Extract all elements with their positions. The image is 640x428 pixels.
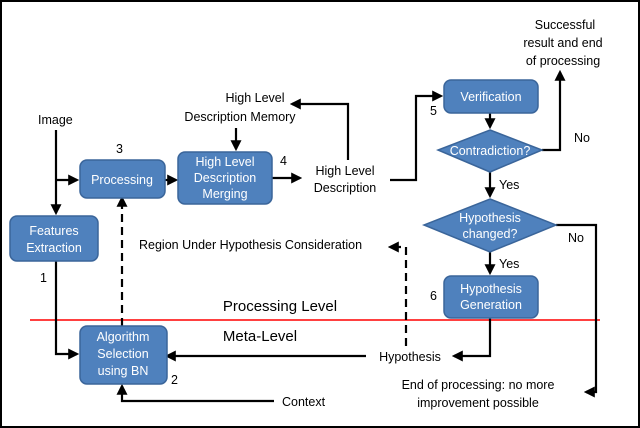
hypothesis-changed-diamond: Hypothesis changed? [421,198,559,253]
step-number-4: 4 [280,154,287,168]
step-number-2: 2 [171,373,178,387]
verification-label: Verification [460,90,521,104]
dashed-connectors [116,195,408,346]
meta-level-label: Meta-Level [223,328,297,345]
merging-line-1: High Level [195,155,254,169]
arrow-changed-no-to-end [556,223,598,398]
merging-line-3: Merging [202,187,247,201]
success-line-1: Successful [535,18,595,32]
changed-line-2: changed? [463,227,518,241]
hypothesis-generation-box: Hypothesis Generation [443,275,539,319]
no-label-contradiction: No [574,131,590,145]
contradiction-label: Contradiction? [450,144,531,158]
step-number-3: 3 [116,142,123,156]
arrow-description-to-verification [390,90,444,182]
contradiction-diamond: Contradiction? [435,129,545,173]
arrow-description-to-memory [289,98,350,160]
features-line-1: Features [29,224,78,238]
description-line-2: Description [314,181,377,195]
image-label: Image [38,113,73,127]
end-line-2: improvement possible [417,396,539,410]
processing-level-label: Processing Level [223,298,337,315]
generation-line-1: Hypothesis [460,282,522,296]
success-line-3: of processing [526,54,600,68]
arrow-contradiction-no-to-success [542,69,566,152]
arrow-generation-to-hypothesis [451,318,492,362]
algorithm-line-1: Algorithm [97,330,150,344]
yes-label-changed: Yes [499,257,519,271]
changed-line-1: Hypothesis [459,211,521,225]
context-label: Context [282,395,326,409]
merging-box: High Level Description Merging [177,151,273,205]
algorithm-line-2: Selection [97,347,148,361]
step-number-6: 6 [430,289,437,303]
memory-line-1: High Level [225,91,284,105]
step-number-1: 1 [40,271,47,285]
merging-line-2: Description [194,171,257,185]
features-extraction-box: Features Extraction [9,215,99,262]
no-label-changed: No [568,231,584,245]
connectors [50,69,598,403]
description-line-1: High Level [315,164,374,178]
success-line-2: result and end [523,36,602,50]
algorithm-line-3: using BN [98,364,149,378]
arrow-hypothesis-to-region [387,241,408,346]
processing-label: Processing [91,173,153,187]
features-line-2: Extraction [26,241,82,255]
processing-box: Processing [79,159,166,199]
region-label: Region Under Hypothesis Consideration [139,238,362,252]
step-number-5: 5 [430,104,437,118]
arrow-context-to-algorithm [116,383,274,403]
yes-label-contradiction: Yes [499,178,519,192]
memory-line-2: Description Memory [184,110,296,124]
arrow-features-to-algorithm [54,261,80,360]
algorithm-selection-box: Algorithm Selection using BN [79,325,168,385]
hypothesis-label: Hypothesis [379,350,441,364]
verification-box: Verification [443,79,539,114]
end-line-1: End of processing: no more [402,378,555,392]
generation-line-2: Generation [460,298,522,312]
